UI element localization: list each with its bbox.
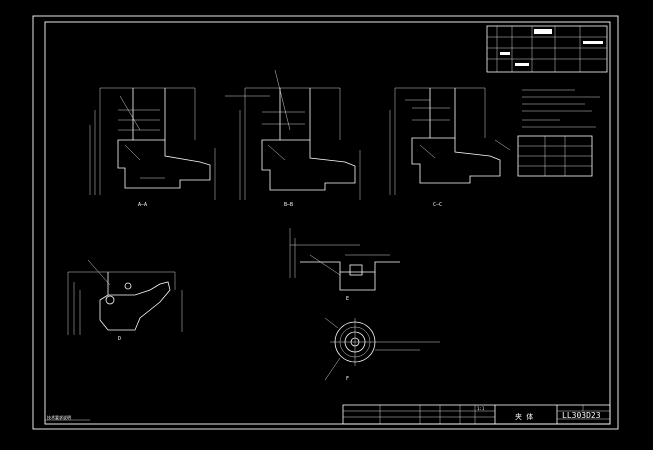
view-d-label: D (118, 336, 121, 342)
bottom-left-note: 技术要求说明 (47, 414, 71, 420)
section-view-a (89, 87, 216, 200)
section-view-e (289, 228, 400, 291)
drawing-title: 夹 体 (515, 412, 533, 421)
view-f-label: F (346, 376, 349, 382)
title-block (342, 404, 611, 425)
section-view-c (389, 87, 511, 195)
scale-note: 1:1 (477, 406, 485, 411)
detail-view-f (324, 317, 440, 381)
view-a-label: A—A (138, 202, 147, 208)
revision-table (486, 25, 608, 73)
drawing-number: LL303D23 (562, 411, 601, 420)
outer-border (32, 15, 619, 430)
section-view-b (225, 69, 361, 200)
view-c-label: C—C (433, 202, 442, 208)
inner-border (44, 21, 611, 425)
view-e-label: E (346, 296, 349, 302)
technical-notes (517, 89, 600, 177)
detail-view-d (67, 259, 183, 335)
view-b-label: B—B (284, 202, 293, 208)
